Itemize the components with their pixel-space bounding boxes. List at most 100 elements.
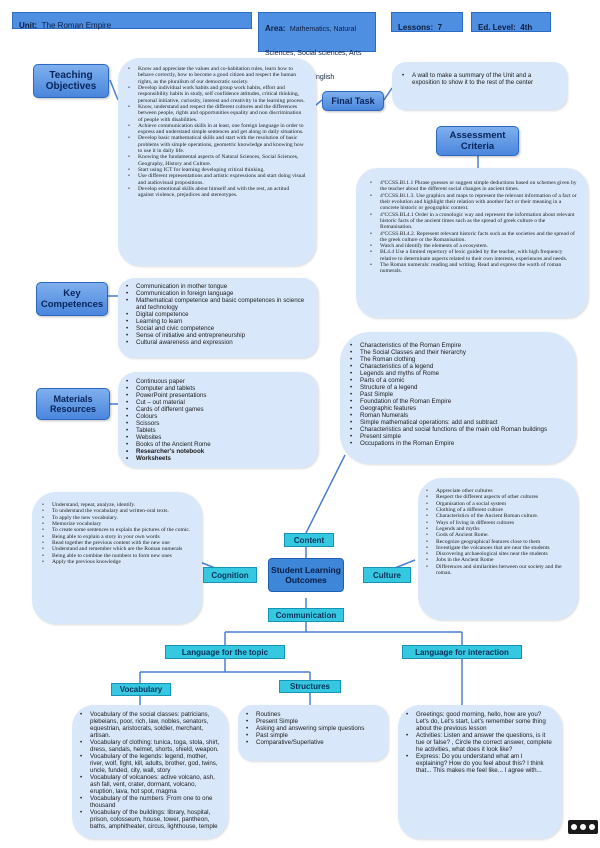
list-item: Roman Numerals bbox=[348, 412, 566, 419]
content-node: Content bbox=[284, 533, 334, 547]
list-item: 4ºCCSS.Bl.1.1 Phrase guesses or suggest … bbox=[368, 180, 578, 193]
list-item: Structure of a legend bbox=[348, 384, 566, 391]
list-item: Legends and myths of Rome bbox=[348, 370, 566, 377]
list-item: Develop basic mathematical skills and st… bbox=[126, 135, 306, 154]
list-item: Worksheets bbox=[124, 455, 310, 462]
interaction-list: Greetings: good morning, hello, how are … bbox=[404, 711, 554, 774]
interaction-bubble: Greetings: good morning, hello, how are … bbox=[398, 705, 562, 839]
list-item: Social and civic competence bbox=[124, 325, 310, 332]
key-competences-bubble: Communication in mother tongueCommunicat… bbox=[118, 278, 318, 358]
list-item: Communication in foreign language bbox=[124, 290, 310, 297]
teaching-objectives-list: Know and appreciate the values and co-ha… bbox=[126, 66, 306, 199]
list-item: Books of the Ancient Rome bbox=[124, 441, 310, 448]
list-item: Continuous paper bbox=[124, 378, 310, 385]
list-item: Achieve communication skills in at least… bbox=[126, 123, 306, 136]
list-item: Ways of living in different cultures bbox=[424, 520, 570, 527]
materials-resources-list: Continuous paperComputer and tabletsPowe… bbox=[124, 378, 310, 462]
culture-bubble: Appreciate other culturesRespect the dif… bbox=[418, 478, 578, 620]
structures-list: RoutinesPresent SimpleAsking and answeri… bbox=[244, 711, 380, 746]
structures-bubble: RoutinesPresent SimpleAsking and answeri… bbox=[238, 705, 388, 761]
materials-resources-label: Materials Resources bbox=[36, 388, 110, 420]
list-item: BL4.4 Use a limited repertory of lexic g… bbox=[368, 249, 578, 262]
list-item: Vocabulary of clothing: tunica, toga, st… bbox=[78, 739, 220, 753]
list-item: Learning to learn bbox=[124, 318, 310, 325]
list-item: Computer and tablets bbox=[124, 385, 310, 392]
list-item: Foundation of the Roman Empire bbox=[348, 398, 566, 405]
lessons-header: Lessons: 7 bbox=[391, 12, 463, 32]
assessment-criteria-bubble: 4ºCCSS.Bl.1.1 Phrase guesses or suggest … bbox=[356, 168, 588, 318]
level-key: Ed. Level: bbox=[478, 23, 516, 32]
list-item: Communication in mother tongue bbox=[124, 283, 310, 290]
list-item: Knowing the fundamental aspects of Natur… bbox=[126, 154, 306, 167]
list-item: Know and appreciate the values and co-ha… bbox=[126, 66, 306, 85]
teaching-objectives-bubble: Know and appreciate the values and co-ha… bbox=[118, 58, 316, 266]
teaching-objectives-label: Teaching Objectives bbox=[33, 64, 109, 98]
list-item: Digital competence bbox=[124, 311, 310, 318]
list-item: Understand and remember which are the Ro… bbox=[40, 546, 194, 553]
list-item: Greetings: good morning, hello, how are … bbox=[404, 711, 554, 732]
list-item: Appreciate other cultures bbox=[424, 488, 570, 495]
final-task-list: A wall to make a summary of the Unit and… bbox=[400, 72, 557, 86]
list-item: Characteristics and social functions of … bbox=[348, 426, 566, 433]
list-item: Activities: Listen and answer the questi… bbox=[404, 732, 554, 753]
list-item: Express: Do you understand what am I exp… bbox=[404, 753, 554, 774]
list-item: Websites bbox=[124, 434, 310, 441]
unit-key: Unit: bbox=[19, 21, 38, 30]
list-item: Read together the previous content with … bbox=[40, 540, 194, 547]
list-item: Know, understand and respect the differe… bbox=[126, 104, 306, 123]
list-item: Organisation of a social system bbox=[424, 501, 570, 508]
list-item: Gods of Ancient Rome. bbox=[424, 532, 570, 539]
lessons-value: 7 bbox=[437, 23, 443, 32]
language-for-interaction-node: Language for interaction bbox=[402, 645, 522, 659]
list-item: To understand the vocabulary and written… bbox=[40, 508, 194, 515]
list-item: 4ºCCSS.BL4.2. Represent relevant histori… bbox=[368, 231, 578, 244]
list-item: Memorize vocabulary bbox=[40, 521, 194, 528]
list-item: Differences and similarities between our… bbox=[424, 564, 570, 577]
list-item: Discovering archaeological sites near th… bbox=[424, 551, 570, 558]
student-learning-outcomes-node: Student Learning Outcomes bbox=[268, 558, 344, 592]
list-item: PowerPoint presentations bbox=[124, 392, 310, 399]
list-item: To apply the new vocabulary. bbox=[40, 515, 194, 522]
list-item: Tablets bbox=[124, 427, 310, 434]
area-header: Area: Mathematics, Natural Sciences, Soc… bbox=[258, 12, 376, 81]
list-item: Vocabulary of the legends: legend, mothe… bbox=[78, 753, 220, 774]
list-item: Clothing of a different culture bbox=[424, 507, 570, 514]
list-item: The Roman clothing bbox=[348, 356, 566, 363]
structures-node: Structures bbox=[279, 680, 341, 693]
list-item: Respect the different aspects of other c… bbox=[424, 494, 570, 501]
lessons-key: Lessons: bbox=[398, 23, 434, 32]
vocabulary-node: Vocabulary bbox=[111, 683, 171, 696]
key-competences-label: Key Competences bbox=[36, 282, 108, 316]
list-item: Being able to combine the numbers to for… bbox=[40, 553, 194, 560]
assessment-criteria-list: 4ºCCSS.Bl.1.1 Phrase guesses or suggest … bbox=[368, 180, 578, 275]
list-item: Develop individual work habits and group… bbox=[126, 85, 306, 104]
cognition-list: Understand, repeat, analyze, identify.To… bbox=[40, 502, 194, 565]
list-item: Parts of a comic bbox=[348, 377, 566, 384]
unit-header: Unit: The Roman Empire bbox=[12, 12, 252, 30]
key-competences-list: Communication in mother tongueCommunicat… bbox=[124, 283, 310, 346]
list-item: Characteristics of the Roman Empire bbox=[348, 342, 566, 349]
list-item: The Roman numerals: reading and writing.… bbox=[368, 262, 578, 275]
list-item: Present Simple bbox=[244, 718, 380, 725]
list-item: Past Simple bbox=[348, 391, 566, 398]
level-value: 4th bbox=[520, 23, 533, 32]
list-item: Develop emotional skills about himself a… bbox=[126, 186, 306, 199]
list-item: Understand, repeat, analyze, identify. bbox=[40, 502, 194, 509]
list-item: Investigate the volcanoes that are near … bbox=[424, 545, 570, 552]
culture-list: Appreciate other culturesRespect the dif… bbox=[424, 488, 570, 576]
list-item: Watch and identify the elements of a eco… bbox=[368, 243, 578, 250]
list-item: Cards of different games bbox=[124, 406, 310, 413]
vocabulary-bubble: Vocabulary of the social classes: patric… bbox=[72, 705, 228, 839]
list-item: A wall to make a summary of the Unit and… bbox=[400, 72, 557, 86]
culture-node: Culture bbox=[363, 567, 411, 583]
list-item: Present simple bbox=[348, 433, 566, 440]
list-item: To create some sentences to explain the … bbox=[40, 527, 194, 534]
list-item: Simple mathematical operations: add and … bbox=[348, 419, 566, 426]
list-item: Vocabulary of volcanoes: active volcano,… bbox=[78, 774, 220, 795]
list-item: Mathematical competence and basic compet… bbox=[124, 297, 310, 311]
list-item: Researcher's notebook bbox=[124, 448, 310, 455]
list-item: Asking and answering simple questions bbox=[244, 725, 380, 732]
list-item: Use different representations and artist… bbox=[126, 173, 306, 186]
list-item: The Social Classes and their hierarchy bbox=[348, 349, 566, 356]
